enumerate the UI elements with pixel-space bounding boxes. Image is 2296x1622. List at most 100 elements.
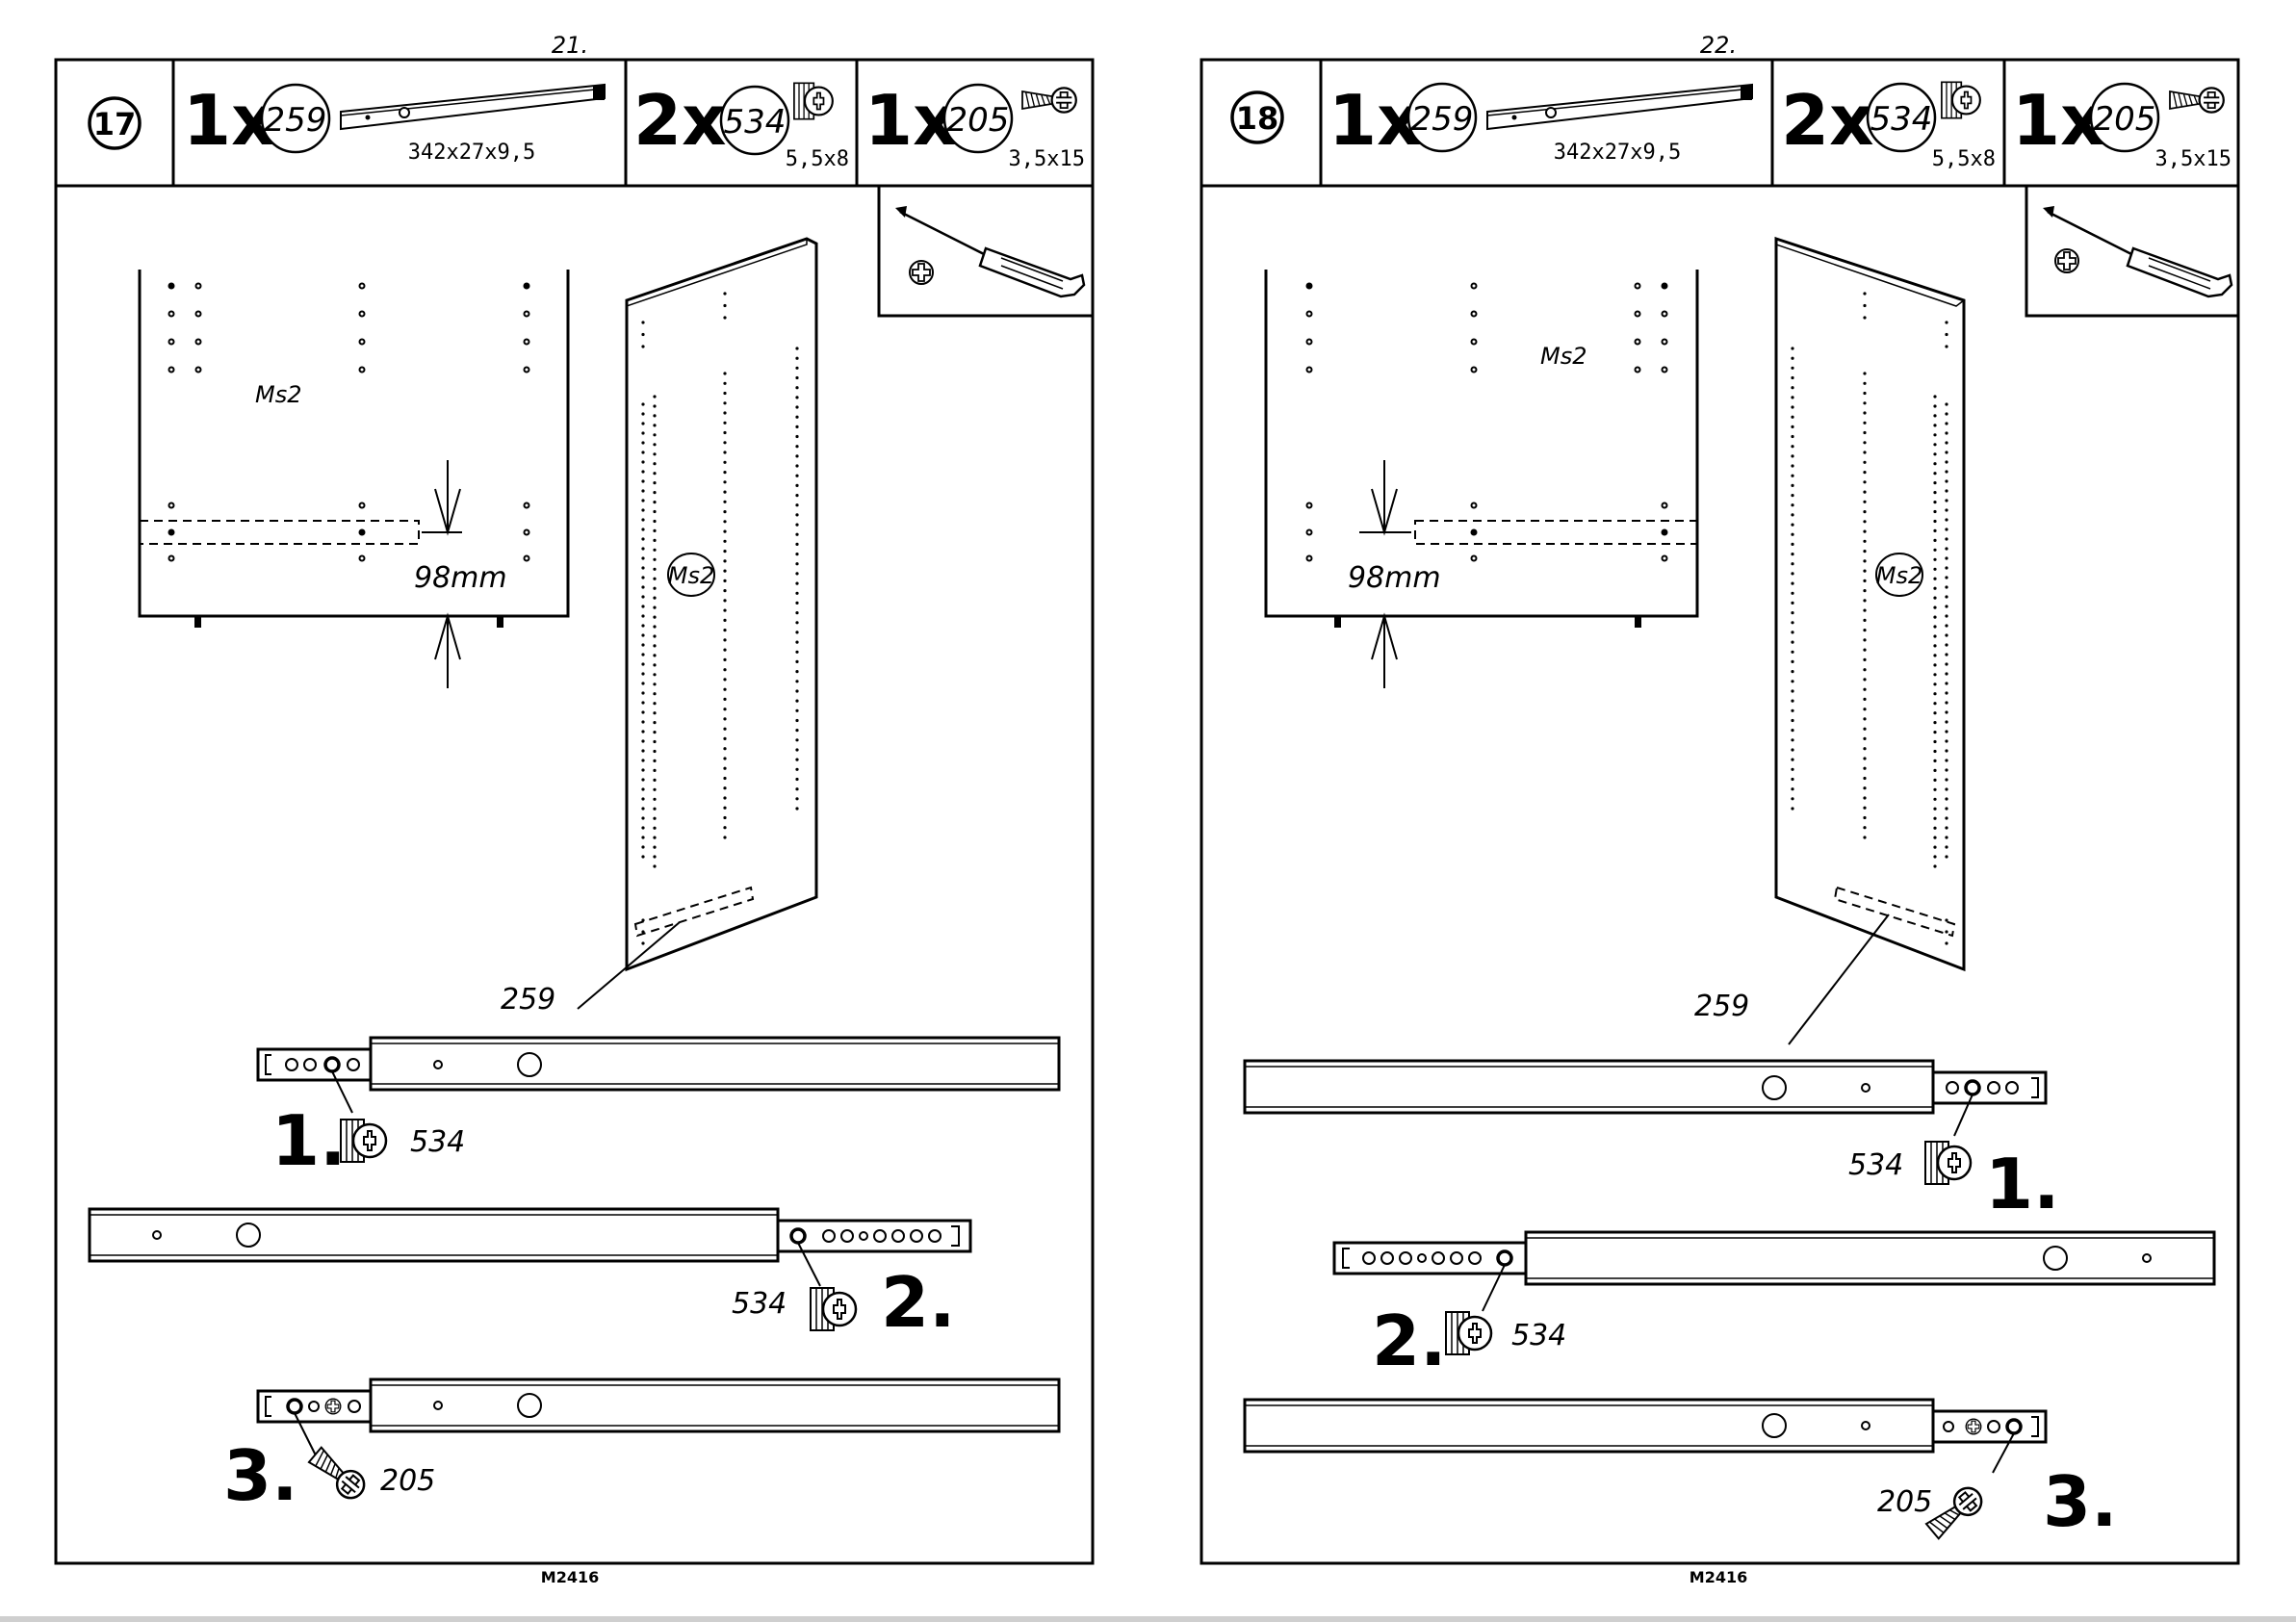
panel-hole [1933, 634, 1936, 637]
panel-hole [795, 494, 798, 497]
side-panel: Ms2 259 [1694, 239, 1964, 1044]
panel-hole [1863, 708, 1866, 710]
panel-hole [1933, 692, 1936, 695]
panel-hole [1945, 508, 1948, 511]
part-534: 2x 534 5,5x8 [633, 80, 849, 171]
panel-hole [653, 539, 656, 542]
part-ref: 205 [2094, 100, 2156, 139]
panel-hole [1863, 638, 1866, 641]
panel-hole [1863, 461, 1866, 464]
panel-hole [795, 405, 798, 408]
step-number: 18 [1236, 100, 1279, 137]
panel-hole [1933, 597, 1936, 600]
substep-number: 3. [223, 1435, 297, 1516]
panel-hole [1863, 717, 1866, 720]
panel-hole [1791, 484, 1793, 487]
part-dims: 342x27x9,5 [408, 141, 535, 165]
panel-hole [653, 606, 656, 609]
panel-hole [1791, 435, 1793, 438]
panel-hole [653, 414, 656, 417]
substep-number: 2. [1372, 1300, 1446, 1381]
panel-hole [641, 537, 644, 540]
panel-hole [1863, 609, 1866, 612]
panel-hole [1791, 748, 1793, 751]
panel-hole [723, 629, 726, 631]
substep-part: 534 [1511, 1319, 1566, 1352]
panel-hole [1933, 606, 1936, 609]
panel-hole [723, 501, 726, 503]
step-number: 17 [93, 106, 137, 142]
panel-hole [723, 510, 726, 513]
panel-hole [653, 673, 656, 676]
panel-hole [1863, 559, 1866, 562]
panel-hole [1791, 416, 1793, 419]
panel-hole [641, 720, 644, 723]
panel-hole [1945, 556, 1948, 559]
panel-hole [653, 395, 656, 398]
panel-hole [1863, 668, 1866, 671]
panel-hole [723, 422, 726, 425]
part-205: 1x 205 3,5x15 [864, 80, 1085, 171]
panel-hole [1863, 392, 1866, 395]
panel-hole [1933, 808, 1936, 811]
panel-hole [723, 491, 726, 494]
panel-hole [723, 411, 726, 414]
panel-hole [1863, 816, 1866, 819]
page-left: 21. 17 1x 259 342x27x9,5 [56, 32, 1093, 1586]
panel-hole [1863, 767, 1866, 770]
panel-hole [723, 304, 726, 307]
panel-hole [641, 528, 644, 530]
panel-hole [795, 768, 798, 771]
panel-hole [723, 836, 726, 838]
panel-hole [1791, 768, 1793, 771]
panel-hole [1863, 431, 1866, 434]
panel-hole [653, 779, 656, 782]
panel-hole [641, 518, 644, 521]
panel-hole [641, 547, 644, 550]
panel-hole [1933, 414, 1936, 417]
panel-hole [723, 570, 726, 573]
panel-hole [1945, 807, 1948, 810]
panel-hole [1863, 728, 1866, 731]
panel-hole [1945, 528, 1948, 530]
panel-hole [1791, 503, 1793, 506]
substep-number: 3. [2043, 1461, 2117, 1542]
panel-hole [1863, 807, 1866, 810]
panel-hole [723, 649, 726, 652]
rail-callout: 259 [1694, 990, 1749, 1023]
panel-hole [1945, 787, 1948, 790]
panel-hole [641, 941, 644, 944]
panel-hole [653, 788, 656, 791]
step-number-badge: 18 [1232, 92, 1282, 142]
panel-hole [641, 836, 644, 838]
panel-hole [641, 333, 644, 336]
phillips-head-icon [910, 261, 933, 284]
panel-hole [1945, 662, 1948, 665]
panel-hole [795, 416, 798, 419]
panel-hole [1863, 510, 1866, 513]
panel-hole [641, 918, 644, 921]
panel-hole [1791, 807, 1793, 810]
panel-hole [1933, 625, 1936, 628]
connecting-fitting-icon [811, 1288, 856, 1330]
panel-hole [795, 524, 798, 527]
panel-hole [1791, 553, 1793, 555]
panel-hole [1945, 451, 1948, 453]
panel-hole [653, 520, 656, 523]
rail-bar-icon [341, 85, 605, 129]
substep-part: 534 [732, 1287, 787, 1321]
panel-hole [653, 481, 656, 484]
panel-hole [1863, 316, 1866, 319]
panel-hole [795, 533, 798, 536]
panel-hole [1791, 778, 1793, 781]
panel-hole [1945, 759, 1948, 761]
panel-front-view: Ms2 98mm [140, 270, 568, 688]
panel-hole [723, 451, 726, 453]
panel-hole [1933, 750, 1936, 753]
panel-hole [1945, 778, 1948, 781]
panel-hole [723, 619, 726, 622]
panel-hole [1945, 672, 1948, 675]
panel-hole [1945, 595, 1948, 598]
panel-hole [653, 855, 656, 858]
substep-part: 534 [410, 1125, 465, 1159]
